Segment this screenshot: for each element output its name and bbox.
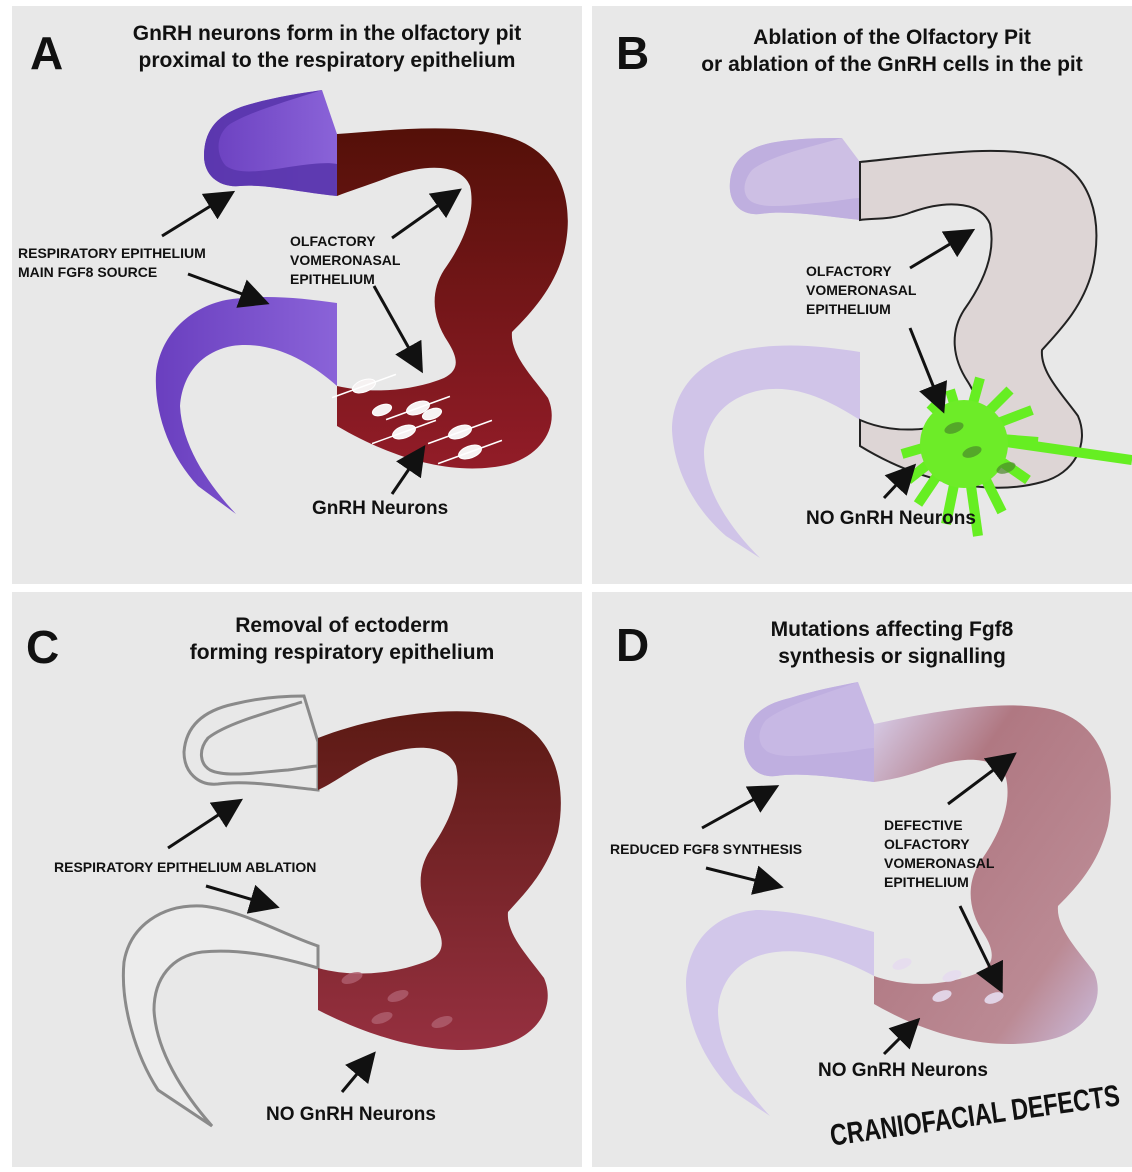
panel-a-title: GnRH neurons form in the olfactory pit p…	[72, 20, 582, 74]
lower-respiratory-epithelium-reduced	[686, 910, 874, 1116]
panel-c-letter: C	[26, 624, 59, 670]
panel-a-letter: A	[30, 30, 63, 76]
ablation-burst-core	[920, 400, 1008, 488]
panel-b-letter: B	[616, 30, 649, 76]
panel-b: B Ablation of the Olfactory Pit or ablat…	[592, 6, 1132, 584]
olfactory-vomeronasal-epithelium	[337, 128, 568, 468]
panel-b-title: Ablation of the Olfactory Pit or ablatio…	[682, 24, 1102, 78]
panel-c-title: Removal of ectoderm forming respiratory …	[132, 612, 552, 666]
label-respiratory-epithelium: RESPIRATORY EPITHELIUM MAIN FGF8 SOURCE	[18, 244, 206, 282]
label-reduced-fgf8: REDUCED FGF8 SYNTHESIS	[610, 840, 802, 859]
lower-respiratory-ablated-outline	[123, 906, 318, 1126]
panel-c-illustration	[12, 592, 582, 1167]
label-no-gnrh-neurons-c: NO GnRH Neurons	[266, 1104, 436, 1126]
panel-d-title: Mutations affecting Fgf8 synthesis or si…	[702, 616, 1082, 670]
label-olfactory-epithelium: OLFACTORY VOMERONASAL EPITHELIUM	[290, 232, 400, 289]
label-respiratory-ablation: RESPIRATORY EPITHELIUM ABLATION	[54, 858, 316, 877]
panel-d-letter: D	[616, 622, 649, 668]
label-gnrh-neurons: GnRH Neurons	[312, 498, 448, 520]
label-no-gnrh-neurons-b: NO GnRH Neurons	[806, 508, 976, 530]
label-olfactory-epithelium-b: OLFACTORY VOMERONASAL EPITHELIUM	[806, 262, 916, 319]
label-no-gnrh-neurons-d: NO GnRH Neurons	[818, 1060, 988, 1082]
panel-c: C Removal of ectoderm forming respirator…	[12, 592, 582, 1167]
label-defective-olfactory: DEFECTIVE OLFACTORY VOMERONASAL EPITHELI…	[884, 816, 994, 892]
panel-a-illustration	[12, 6, 582, 584]
olfactory-vomeronasal-epithelium-c	[318, 711, 561, 1050]
lower-respiratory-epithelium	[156, 297, 337, 514]
panel-d: D Mutations affecting Fgf8 synthesis or …	[592, 592, 1132, 1167]
panel-a: A GnRH neurons form in the olfactory pit…	[12, 6, 582, 584]
